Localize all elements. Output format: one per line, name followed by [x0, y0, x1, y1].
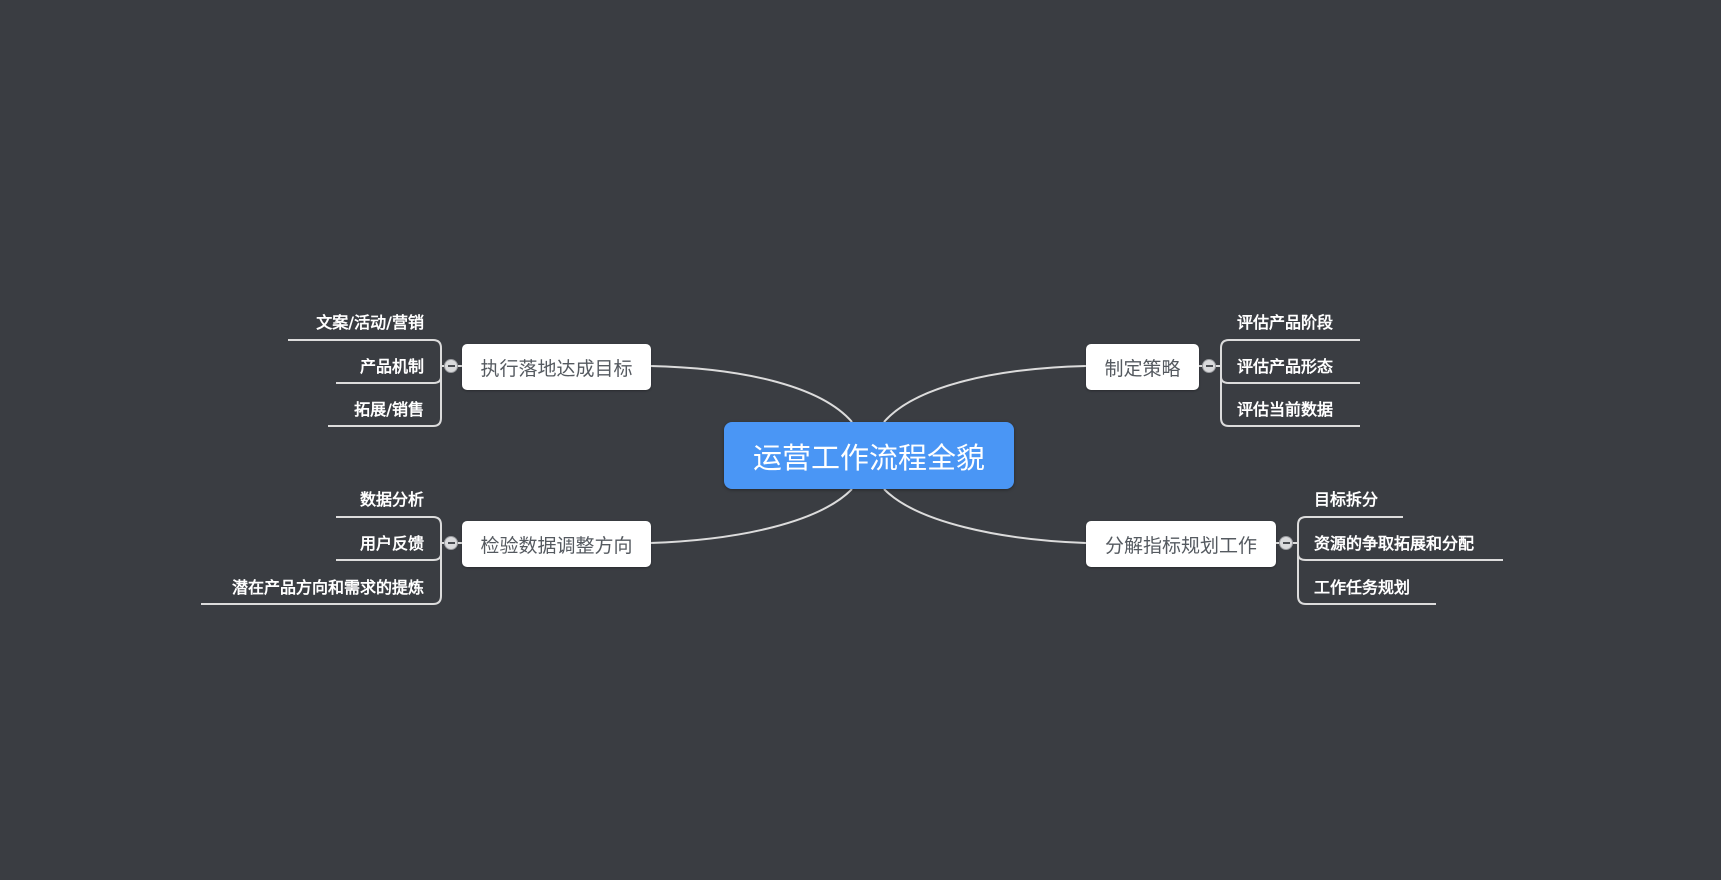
connector-strategy-leaf-3	[1220, 366, 1360, 427]
leaf-exec-1[interactable]: 文案/活动/营销	[316, 313, 424, 332]
connector-verify-leaf-3	[201, 543, 442, 605]
leaf-exec-2[interactable]: 产品机制	[359, 357, 424, 376]
branch-decompose-label: 分解指标规划工作	[1104, 534, 1257, 557]
leaf-strategy-1[interactable]: 评估产品阶段	[1237, 313, 1334, 332]
connector-decompose-leaf-1	[1297, 516, 1403, 543]
root-topic-label: 运营工作流程全貌	[752, 440, 985, 475]
branch-exec-label: 执行落地达成目标	[480, 357, 633, 380]
root-topic[interactable]: 运营工作流程全貌	[724, 422, 1014, 489]
branch-strategy[interactable]: 制定策略	[1086, 344, 1199, 390]
connector-verify-leaf-1	[336, 516, 442, 543]
connector-root-strategy	[883, 365, 1087, 423]
leaf-verify-3[interactable]: 潜在产品方向和需求的提炼	[231, 578, 424, 597]
collapse-exec-icon[interactable]	[444, 359, 458, 373]
leaf-exec-3[interactable]: 拓展/销售	[354, 400, 424, 419]
branch-decompose[interactable]: 分解指标规划工作	[1086, 521, 1276, 567]
collapse-strategy-icon[interactable]	[1202, 359, 1216, 373]
branch-exec[interactable]: 执行落地达成目标	[462, 344, 651, 390]
leaf-strategy-3[interactable]: 评估当前数据	[1237, 400, 1334, 419]
connector-decompose-leaf-3	[1297, 543, 1436, 605]
branch-strategy-label: 制定策略	[1104, 357, 1181, 380]
leaf-verify-1[interactable]: 数据分析	[359, 490, 424, 509]
connector-strategy-leaf-1	[1220, 339, 1360, 366]
connector-exec-leaf-1	[288, 339, 442, 366]
leaf-decompose-3[interactable]: 工作任务规划	[1314, 578, 1411, 597]
connector-root-verify	[649, 488, 853, 544]
leaf-decompose-2[interactable]: 资源的争取拓展和分配	[1314, 534, 1475, 553]
leaf-verify-2[interactable]: 用户反馈	[359, 534, 424, 553]
leaf-decompose-1[interactable]: 目标拆分	[1314, 490, 1379, 509]
collapse-decompose-icon[interactable]	[1279, 536, 1293, 550]
branch-verify[interactable]: 检验数据调整方向	[462, 521, 651, 567]
collapse-verify-icon[interactable]	[444, 536, 458, 550]
branch-verify-label: 检验数据调整方向	[480, 534, 633, 557]
connector-root-decompose	[883, 488, 1087, 544]
leaf-strategy-2[interactable]: 评估产品形态	[1237, 357, 1334, 376]
connector-exec-leaf-3	[328, 366, 442, 427]
connector-root-exec	[649, 365, 853, 423]
